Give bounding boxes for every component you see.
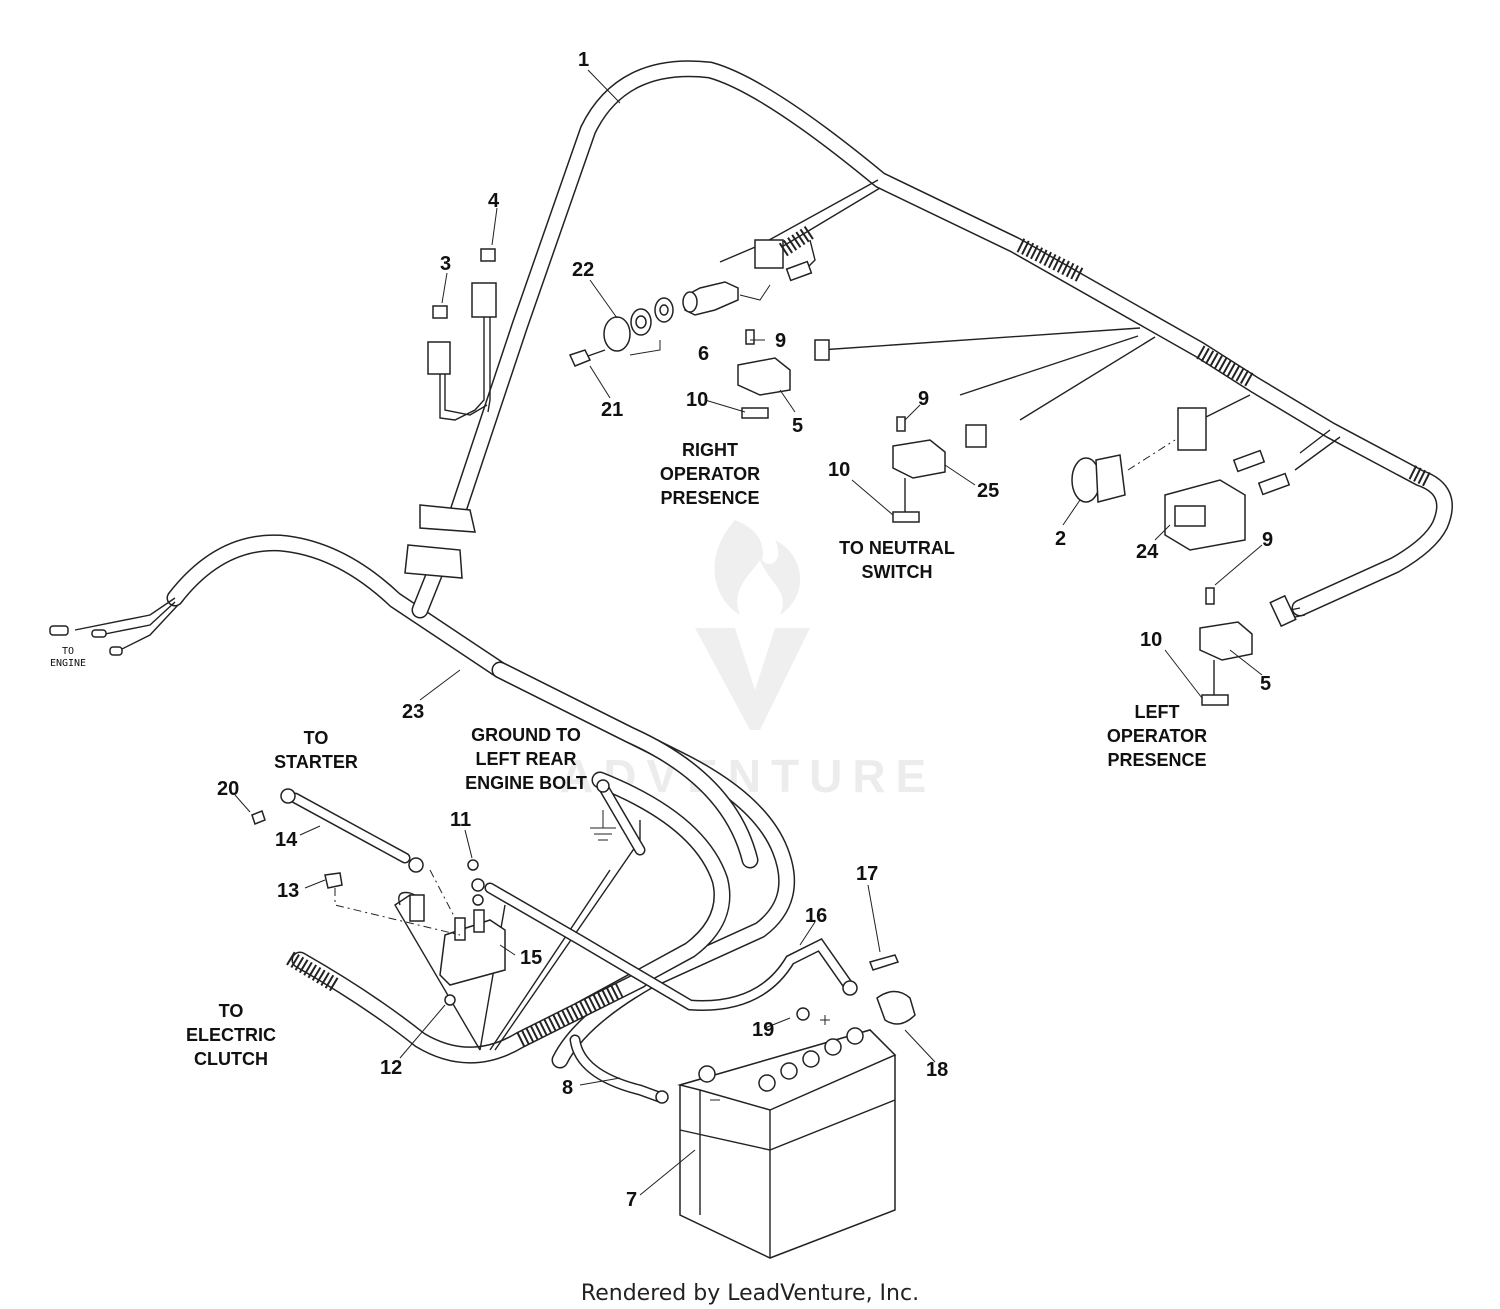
callout-numbers: 1 2 3 4 5 5 6 7 8 9 9 9 10 10 10 11 12 1… [217, 49, 1273, 1211]
note-starter-1: TO [304, 728, 329, 748]
callout-23: 23 [402, 701, 424, 723]
note-right-presence-2: OPERATOR [660, 464, 760, 484]
note-starter-2: STARTER [274, 752, 358, 772]
alarm-and-meter [1071, 407, 1291, 551]
callout-10-right: 10 [686, 389, 708, 411]
note-engine-2: ENGINE [50, 658, 86, 669]
callout-24: 24 [1136, 541, 1159, 563]
harness-connectors [404, 504, 476, 579]
right-presence-switch [737, 329, 830, 419]
callout-13: 13 [277, 880, 299, 902]
solenoid [324, 859, 506, 1006]
notes: RIGHT OPERATOR PRESENCE TO NEUTRAL SWITC… [50, 440, 1207, 1069]
battery [677, 1007, 897, 1259]
battery-cables [484, 779, 916, 1104]
note-neutral-1: TO NEUTRAL [839, 538, 955, 558]
callout-17: 17 [856, 863, 878, 885]
neutral-switch [892, 416, 987, 523]
note-ground-3: ENGINE BOLT [465, 773, 587, 793]
note-left-presence-1: LEFT [1135, 702, 1180, 722]
callout-8: 8 [562, 1077, 573, 1099]
callout-7: 7 [626, 1189, 637, 1211]
note-right-presence-3: PRESENCE [660, 488, 759, 508]
note-left-presence-3: PRESENCE [1107, 750, 1206, 770]
note-clutch-2: ELECTRIC [186, 1025, 276, 1045]
callout-2: 2 [1055, 528, 1066, 550]
callout-1: 1 [578, 49, 589, 71]
note-neutral-2: SWITCH [862, 562, 933, 582]
note-clutch-1: TO [219, 1001, 244, 1021]
callout-6: 6 [698, 343, 709, 365]
left-presence-switch [1199, 587, 1297, 706]
callout-3: 3 [440, 253, 451, 275]
callout-25: 25 [977, 480, 999, 502]
note-right-presence-1: RIGHT [682, 440, 738, 460]
note-engine-1: TO [62, 646, 74, 657]
leader-lines [234, 69, 1263, 1196]
callout-5-right: 5 [792, 415, 803, 437]
callout-9-neutral: 9 [918, 388, 929, 410]
footer-credit: Rendered by LeadVenture, Inc. [581, 1281, 919, 1306]
callout-11: 11 [450, 809, 471, 831]
note-ground-2: LEFT REAR [476, 749, 577, 769]
callout-18: 18 [926, 1059, 948, 1081]
callout-9-left: 9 [1262, 529, 1273, 551]
callout-19: 19 [752, 1019, 774, 1041]
callout-15: 15 [520, 947, 542, 969]
callout-12: 12 [380, 1057, 402, 1079]
note-left-presence-2: OPERATOR [1107, 726, 1207, 746]
callout-10-neutral: 10 [828, 459, 850, 481]
callout-10-left: 10 [1140, 629, 1162, 651]
callout-5-left: 5 [1260, 673, 1271, 695]
note-clutch-3: CLUTCH [194, 1049, 268, 1069]
callout-21: 21 [601, 399, 623, 421]
callout-22: 22 [572, 259, 594, 281]
note-ground-1: GROUND TO [471, 725, 581, 745]
engine-connectors [49, 625, 123, 656]
fuse-holders [427, 248, 497, 421]
harness-23 [74, 534, 796, 1069]
main-harness [446, 60, 1453, 621]
starter-cable [251, 788, 424, 873]
callout-16: 16 [805, 905, 827, 927]
callout-14: 14 [275, 829, 298, 851]
ignition-switch-assembly [568, 225, 816, 367]
callout-20: 20 [217, 778, 239, 800]
callout-4: 4 [488, 190, 500, 212]
callout-9-right: 9 [775, 330, 786, 352]
